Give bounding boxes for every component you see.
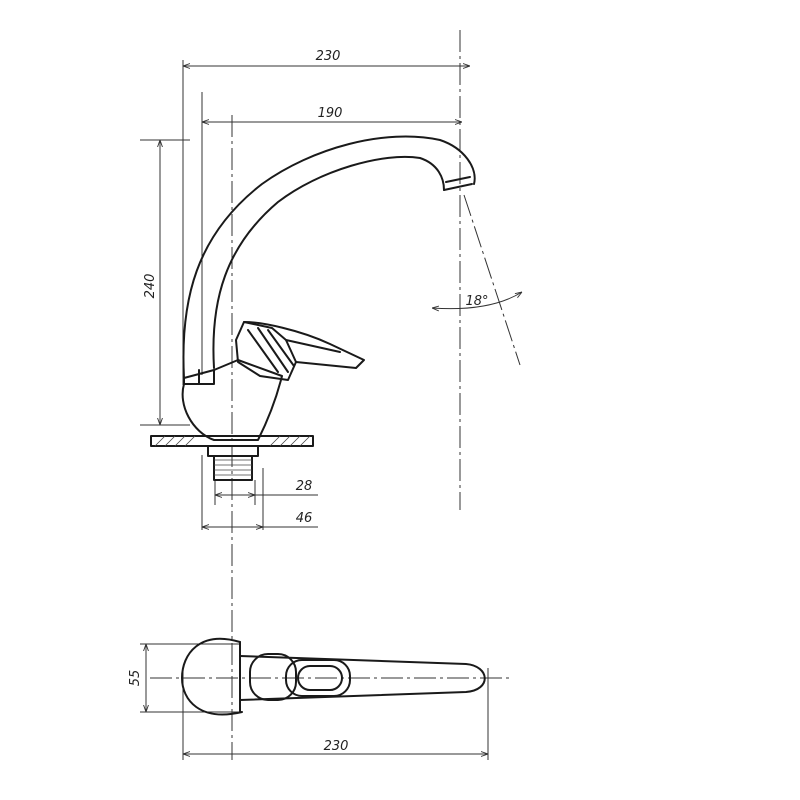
thread-lines [214,459,252,476]
extension-lines [140,60,489,760]
dim-overall-width-top: 230 [316,49,341,64]
dimension-lines [146,66,522,754]
dim-thread-small: 28 [296,479,313,494]
dim-spout-reach: 190 [318,106,343,121]
plate-hatching [154,435,311,447]
faucet-plan-view [181,637,486,716]
dim-thread-large: 46 [296,511,313,526]
center-lines [150,30,521,760]
dim-plan-width: 55 [128,670,143,687]
dim-overall-width-bottom: 230 [324,739,349,754]
dim-spout-angle: 18° [465,294,488,309]
faucet-elevation [150,135,476,481]
dim-height: 240 [143,274,158,299]
